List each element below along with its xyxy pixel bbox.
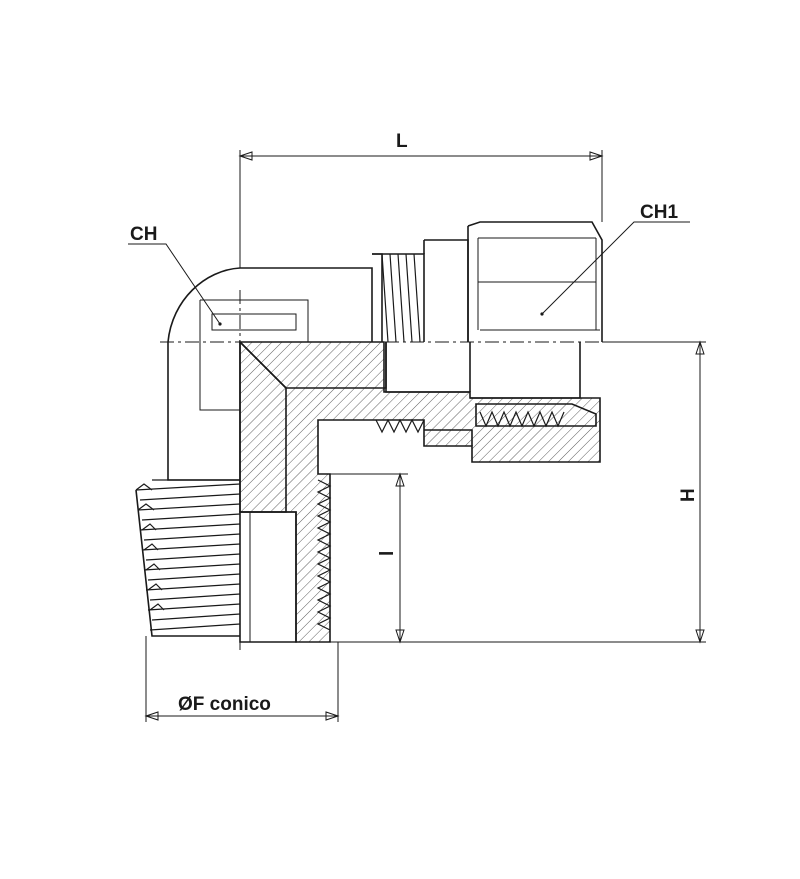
dimension-h	[330, 340, 706, 644]
label-ch1: CH1	[640, 202, 678, 223]
label-ch: CH	[130, 224, 157, 245]
male-thread	[135, 479, 241, 637]
dimension-small-l	[330, 472, 408, 644]
label-h: H	[678, 488, 699, 502]
label-small-l: l	[377, 551, 398, 556]
label-l: L	[396, 131, 408, 152]
nut-ch1	[372, 221, 603, 343]
leader-ch	[128, 243, 222, 326]
leader-ch1	[540, 221, 690, 316]
center-lines	[160, 290, 640, 650]
dimension-f	[144, 636, 340, 722]
label-f: ØF conico	[178, 694, 271, 715]
dimension-l	[238, 150, 604, 268]
section-view	[239, 340, 601, 643]
